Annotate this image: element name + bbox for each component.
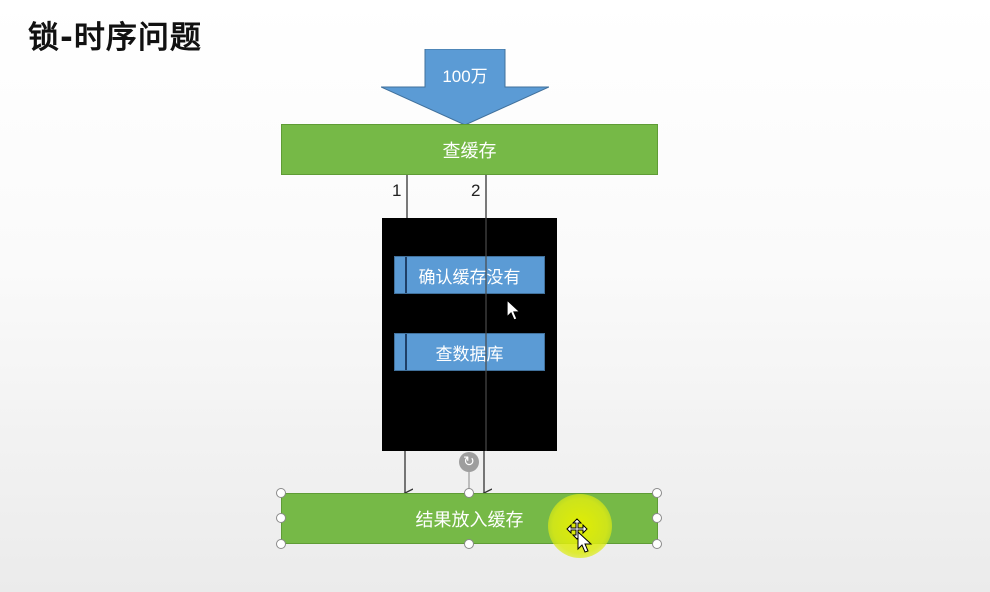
query-database-box[interactable]: 查数据库 [394, 333, 545, 371]
move-cursor-icon [566, 518, 593, 553]
resize-handle-middle-right[interactable] [652, 513, 662, 523]
resize-handle-top-left[interactable] [276, 488, 286, 498]
rotate-handle-icon[interactable]: ↻ [459, 452, 479, 472]
resize-handle-bottom-left[interactable] [276, 539, 286, 549]
slide-title: 锁-时序问题 [28, 20, 202, 56]
resize-handle-bottom-center[interactable] [464, 539, 474, 549]
confirm-cache-empty-box[interactable]: 确认缓存没有 [394, 256, 545, 294]
resize-handle-bottom-right[interactable] [652, 539, 662, 549]
mouse-pointer-icon [506, 299, 522, 321]
query-database-label: 查数据库 [435, 344, 504, 365]
check-cache-box[interactable]: 查缓存 [281, 124, 658, 175]
incoming-label: 100万 [442, 67, 488, 86]
box-notch [405, 257, 407, 293]
thread-2-label: 2 [471, 181, 481, 200]
box-notch [405, 334, 407, 370]
thread-1-label: 1 [392, 181, 402, 200]
incoming-arrow [381, 49, 549, 125]
resize-handle-top-center[interactable] [464, 488, 474, 498]
resize-handle-top-right[interactable] [652, 488, 662, 498]
resize-handle-middle-left[interactable] [276, 513, 286, 523]
confirm-cache-empty-label: 确认缓存没有 [418, 267, 521, 288]
